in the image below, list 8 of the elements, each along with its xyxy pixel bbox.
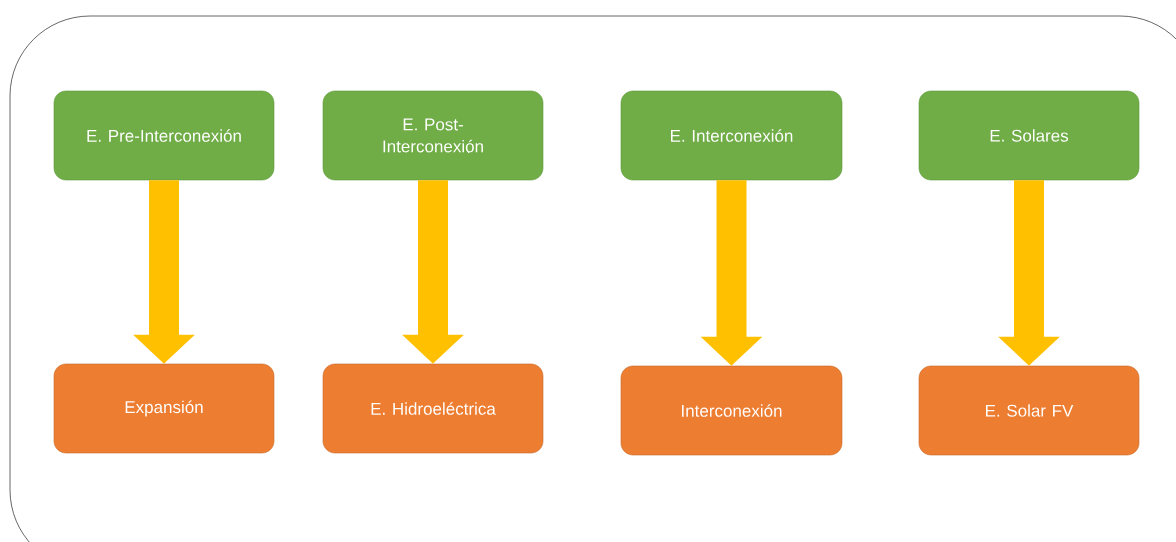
process-box: Expansión (53, 363, 275, 454)
process-box: E. Interconexión (620, 90, 843, 181)
process-box: E. Post-Interconexión (322, 90, 544, 181)
process-box: Interconexión (620, 365, 843, 456)
process-box: E. Solar FV (918, 365, 1140, 456)
process-box: E. Hidroeléctrica (322, 363, 544, 454)
process-box: E. Solares (918, 90, 1140, 181)
process-box: E. Pre-Interconexión (53, 90, 275, 181)
